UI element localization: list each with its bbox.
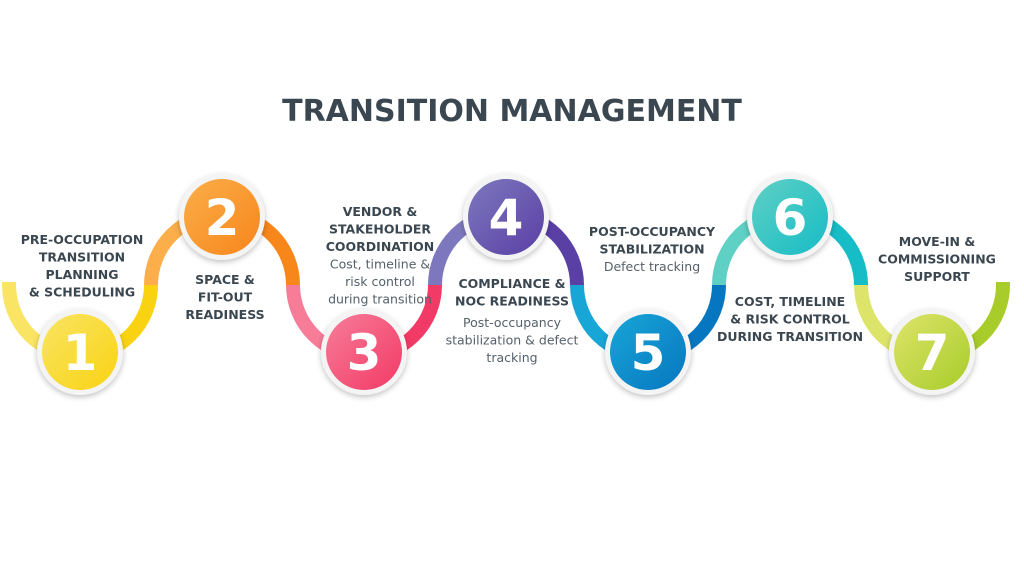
step-heading-line: COORDINATION [326,239,435,254]
step-7-badge: 7 [889,309,975,395]
step-description-line: during transition [328,292,432,307]
step-heading-line: STABILIZATION [599,242,704,257]
step-1-label: PRE-OCCUPATION TRANSITION PLANNING & SCHEDU… [21,232,144,300]
step-heading-line: POST-OCCUPANCY [589,224,716,239]
step-heading-line: STAKEHOLDER [329,222,431,237]
step-4-badge: 4 [463,174,549,260]
step-heading-line: MOVE-IN & [899,234,976,249]
step-2-badge: 2 [179,174,265,260]
step-heading-line: COMMISSIONING [878,252,996,267]
step-1-badge: 1 [37,309,123,395]
step-6-badge: 6 [747,174,833,260]
step-description-line: Defect tracking [604,259,700,274]
step-number: 5 [631,324,666,382]
badge-circle [752,179,828,255]
badge-circle [326,314,402,390]
step-heading-line: PLANNING [45,267,118,282]
step-number: 1 [63,324,98,382]
step-heading-line: FIT-OUT [198,290,253,305]
step-7-label: MOVE-IN & COMMISSIONING SUPPORT [878,234,996,284]
step-number: 6 [773,189,808,247]
step-heading-line: SPACE & [195,272,255,287]
badge-circle [468,179,544,255]
page-title: TRANSITION MANAGEMENT [282,94,742,129]
step-2-label: SPACE & FIT-OUT READINESS [185,272,264,322]
step-heading-line: & SCHEDULING [29,285,135,300]
step-heading-line: PRE-OCCUPATION [21,232,144,247]
step-badges: 1 2 3 4 5 6 7 [37,174,975,395]
step-4-label: COMPLIANCE & NOC READINESS Post-occupancy s… [446,276,579,365]
badge-circle [894,314,970,390]
step-heading-line: DURING TRANSITION [717,329,863,344]
step-description-line: tracking [486,350,537,365]
step-5-badge: 5 [605,309,691,395]
step-heading-line: READINESS [185,307,264,322]
step-heading-line: TRANSITION [39,250,125,265]
step-description-line: stabilization & defect [446,333,579,348]
step-labels: PRE-OCCUPATION TRANSITION PLANNING & SCHEDU… [21,204,996,365]
step-heading-line: VENDOR & [343,204,418,219]
step-heading-line: COMPLIANCE & [458,276,565,291]
step-description-line: Post-occupancy [463,315,562,330]
step-number: 3 [347,324,382,382]
step-heading-line: COST, TIMELINE [735,294,845,309]
step-6-label: COST, TIMELINE & RISK CONTROL DURING TRANS… [717,294,863,344]
badge-circle [184,179,260,255]
step-heading-line: SUPPORT [904,269,970,284]
step-heading-line: & RISK CONTROL [730,312,850,327]
step-heading-line: NOC READINESS [455,294,569,309]
step-description-line: Cost, timeline & [330,257,431,272]
step-3-badge: 3 [321,309,407,395]
step-number: 2 [205,189,240,247]
step-5-label: POST-OCCUPANCY STABILIZATION Defect tracki… [589,224,716,274]
step-description-line: risk control [345,274,415,289]
badge-circle [610,314,686,390]
step-number: 4 [489,189,524,247]
badge-circle [42,314,118,390]
step-number: 7 [915,324,950,382]
step-3-label: VENDOR & STAKEHOLDER COORDINATION Cost, tim… [326,204,435,307]
